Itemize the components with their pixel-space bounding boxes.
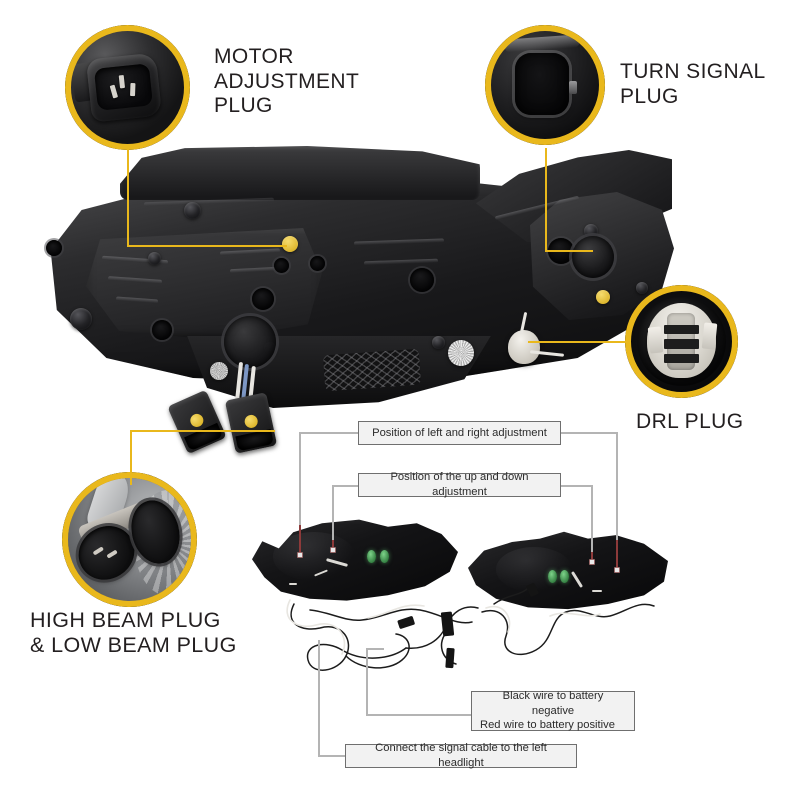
leader-ud-left: [332, 485, 359, 487]
leader-lr-left: [299, 432, 359, 434]
callout-label-motor-adjustment-plug: MOTOR ADJUSTMENT PLUG: [214, 45, 360, 118]
leader-beam-vertical: [130, 430, 132, 485]
leader-ud-right: [560, 485, 592, 487]
pin-lr-left: [296, 525, 303, 558]
annotation-text: Connect the signal cable to the left hea…: [375, 742, 547, 769]
leader-lr-right: [560, 432, 617, 434]
callout-label-drl-plug: DRL PLUG: [636, 410, 744, 433]
callout-label-high-low-beam-plug: HIGH BEAM PLUG & LOW BEAM PLUG: [30, 608, 237, 658]
annotation-signal-cable: Connect the signal cable to the left hea…: [345, 742, 577, 769]
annotation-text-line1: Black wire to battery negative: [502, 689, 604, 717]
white-connector-photo: [631, 291, 732, 392]
leader-turn-horizontal: [545, 250, 593, 252]
connector-socket-photo: [491, 31, 599, 139]
annotation-left-right-adjustment: Position of left and right adjustment: [358, 421, 561, 445]
leader-battery: [366, 714, 472, 716]
callout-drl-plug: [625, 285, 738, 398]
annotation-up-down-adjustment: Position of the up and down adjustment: [358, 471, 561, 498]
leader-motor-vertical: [127, 148, 129, 246]
callout-turn-signal-plug: [485, 25, 605, 145]
wiring-harness: [286, 582, 655, 671]
leader-ud-left-drop: [332, 485, 334, 547]
leader-turn-vertical: [545, 148, 547, 251]
headlight-pair-diagram: [250, 500, 670, 710]
annotation-battery-wiring: Black wire to battery negative Red wire …: [471, 689, 635, 732]
leader-beam-horizontal: [130, 430, 275, 432]
leader-ud-right-drop: [591, 485, 593, 560]
pin-ud-left: [329, 540, 336, 553]
leader-signal-drop: [318, 640, 320, 756]
callout-high-low-beam-plug: [62, 472, 197, 607]
dual-oval-connector-photo: [68, 478, 191, 601]
callout-motor-adjustment-plug: [65, 25, 190, 150]
leader-lr-right-drop: [616, 432, 618, 560]
pin-ud-right: [588, 552, 595, 565]
leader-signal: [318, 755, 346, 757]
annotation-text: Position of the up and down adjustment: [390, 471, 529, 498]
leader-motor-horizontal: [127, 245, 287, 247]
annotation-text-line2: Red wire to battery positive: [480, 719, 615, 732]
headlight-housing-image: [24, 140, 684, 455]
pin-lr-right: [613, 540, 620, 573]
connector-plug-photo: [71, 31, 184, 144]
leader-battery-top: [366, 648, 384, 650]
leader-battery-drop: [366, 648, 368, 715]
callout-label-turn-signal-plug: TURN SIGNAL PLUG: [620, 60, 766, 108]
leader-drl-horizontal: [528, 341, 628, 343]
annotation-text: Position of left and right adjustment: [372, 426, 547, 439]
leader-lr-left-drop: [299, 432, 301, 552]
